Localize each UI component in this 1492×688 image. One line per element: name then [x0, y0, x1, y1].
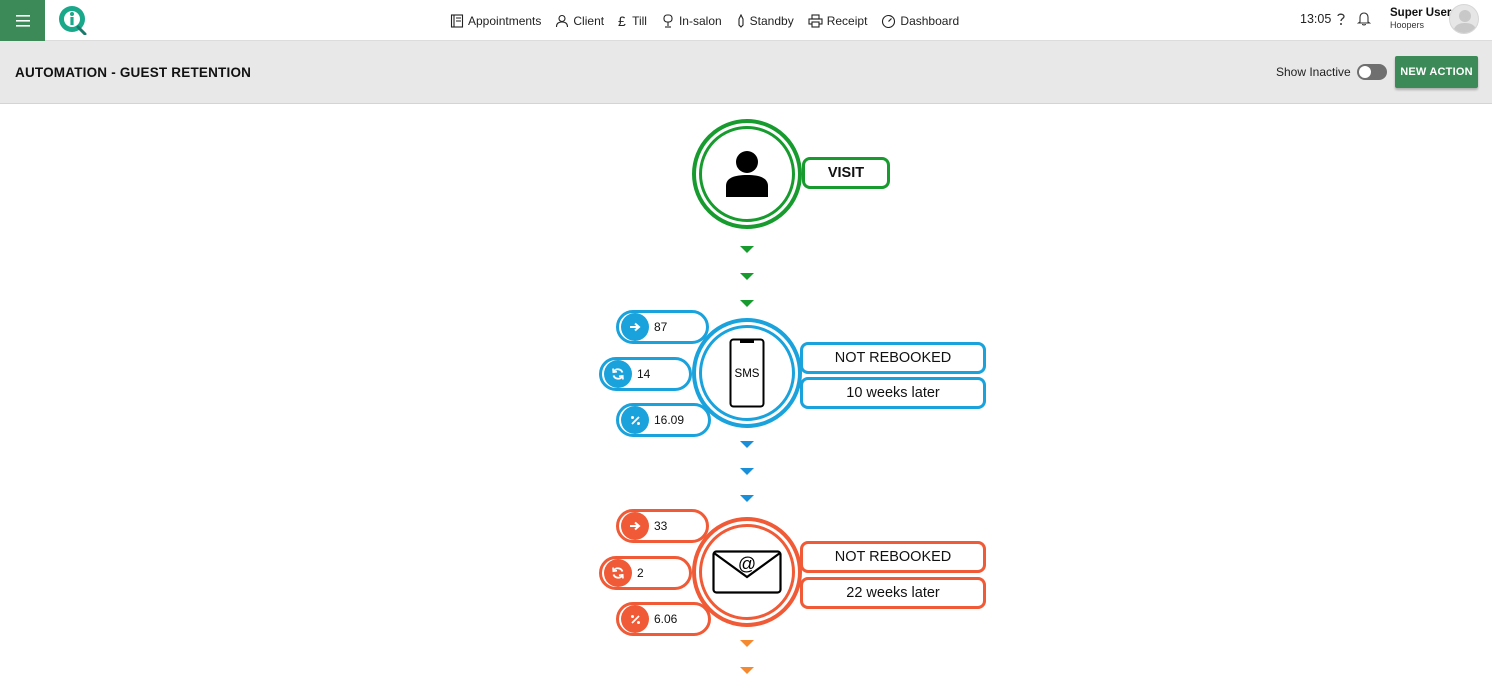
email-node[interactable]: @: [692, 517, 802, 627]
sms-node[interactable]: SMS: [692, 318, 802, 428]
email-delay-label[interactable]: 22 weeks later: [800, 577, 986, 609]
email-sent-stat[interactable]: 33: [616, 509, 709, 543]
flow-arrow: [740, 640, 754, 647]
printer-icon: [808, 13, 823, 28]
top-bar: Appointments Client £ Till In-salon Stan…: [0, 0, 1492, 41]
stat-badge: [621, 605, 649, 633]
flow-arrow: [740, 495, 754, 502]
nav-till[interactable]: £ Till: [618, 14, 647, 28]
percent-icon: [630, 415, 640, 425]
sms-percent-value: 16.09: [654, 413, 685, 427]
arrow-right-icon: [630, 322, 641, 332]
standby-icon: [738, 13, 744, 28]
email-rebooked-value: 2: [637, 566, 644, 580]
nav-label: In-salon: [678, 13, 722, 28]
user-org: Hoopers: [1390, 20, 1425, 30]
toggle-knob: [1359, 66, 1371, 78]
nav-label: Till: [632, 13, 647, 28]
nav-label: Appointments: [468, 13, 542, 28]
flow-arrow: [740, 441, 754, 448]
user-name: Super User: [1390, 7, 1452, 19]
nav-in-salon[interactable]: In-salon: [661, 14, 722, 28]
nav-label: Dashboard: [900, 13, 960, 28]
email-sent-value: 33: [654, 519, 668, 533]
nav-label: Client: [573, 13, 605, 28]
bell-icon[interactable]: [1357, 11, 1371, 26]
email-trigger-label[interactable]: NOT REBOOKED: [800, 541, 986, 573]
menu-icon: [15, 14, 30, 27]
page-header: AUTOMATION - GUEST RETENTION Show Inacti…: [0, 41, 1492, 104]
app-logo-icon[interactable]: [58, 5, 88, 35]
email-percent-value: 6.06: [654, 612, 678, 626]
pound-icon: £: [618, 14, 626, 28]
main-nav: Appointments Client £ Till In-salon Stan…: [450, 0, 973, 41]
hamburger-menu-button[interactable]: [0, 0, 45, 41]
email-percent-stat[interactable]: 6.06: [616, 602, 711, 636]
visit-node[interactable]: [692, 119, 802, 229]
nav-appointments[interactable]: Appointments: [450, 14, 541, 28]
percent-icon: [630, 614, 640, 624]
nav-dashboard[interactable]: Dashboard: [881, 14, 959, 28]
email-rebooked-stat[interactable]: 2: [599, 556, 692, 590]
clock: 13:05: [1300, 12, 1332, 26]
in-salon-icon: [663, 13, 673, 28]
show-inactive-label: Show Inactive: [1276, 65, 1351, 79]
visit-label[interactable]: VISIT: [802, 157, 890, 189]
svg-text:£: £: [618, 14, 626, 28]
flow-arrow: [740, 468, 754, 475]
nav-label: Standby: [749, 13, 794, 28]
flow-arrow: [740, 667, 754, 674]
refresh-icon: [612, 567, 624, 579]
new-action-button[interactable]: NEW ACTION: [1395, 56, 1478, 88]
nav-client[interactable]: Client: [555, 14, 604, 28]
flow-arrow: [740, 300, 754, 307]
flow-arrow: [740, 246, 754, 253]
dashboard-icon: [882, 14, 896, 28]
sms-icon-text: SMS: [735, 368, 760, 380]
refresh-icon: [612, 368, 624, 380]
sms-rebooked-value: 14: [637, 367, 651, 381]
flow-arrow: [740, 273, 754, 280]
sms-percent-stat[interactable]: 16.09: [616, 403, 711, 437]
sms-sent-stat[interactable]: 87: [616, 310, 709, 344]
nav-receipt[interactable]: Receipt: [808, 13, 868, 28]
sms-trigger-label[interactable]: NOT REBOOKED: [800, 342, 986, 374]
stat-badge: [604, 559, 632, 587]
stat-badge: [621, 313, 649, 341]
page-title: AUTOMATION - GUEST RETENTION: [15, 65, 252, 80]
arrow-right-icon: [630, 521, 641, 531]
nav-label: Receipt: [826, 13, 868, 28]
stat-badge: [621, 512, 649, 540]
avatar-icon: [1453, 10, 1477, 33]
stat-badge: [621, 406, 649, 434]
email-icon-text: @: [738, 554, 756, 574]
sms-delay-label[interactable]: 10 weeks later: [800, 377, 986, 409]
stat-badge: [604, 360, 632, 388]
sms-rebooked-stat[interactable]: 14: [599, 357, 692, 391]
sms-phone-icon: SMS: [729, 338, 765, 408]
appointments-icon: [450, 13, 464, 28]
sms-sent-value: 87: [654, 320, 668, 334]
show-inactive-toggle[interactable]: [1357, 64, 1387, 80]
nav-standby[interactable]: Standby: [736, 13, 794, 28]
help-icon[interactable]: [1335, 12, 1347, 26]
person-icon: [726, 151, 768, 197]
client-icon: [556, 14, 569, 27]
avatar[interactable]: [1449, 4, 1479, 34]
email-envelope-icon: @: [712, 550, 782, 594]
